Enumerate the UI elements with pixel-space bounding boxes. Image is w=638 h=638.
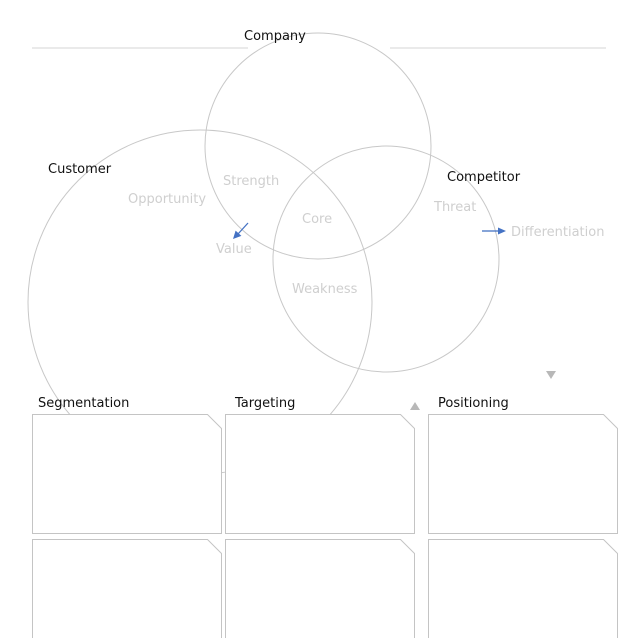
value-arrow	[233, 222, 249, 239]
competitor-circle	[272, 145, 500, 373]
opportunity-label: Opportunity	[128, 192, 206, 207]
company-circle	[204, 32, 432, 260]
positioning-card-2[interactable]	[428, 539, 618, 638]
competitor-label: Competitor	[447, 170, 521, 185]
segmentation-card-1[interactable]	[32, 414, 222, 534]
targeting-card-2[interactable]	[225, 539, 415, 638]
card-grid	[32, 414, 618, 638]
value-arrowhead-icon	[233, 230, 242, 239]
positioning-card-1[interactable]	[428, 414, 618, 534]
company-label: Company	[244, 29, 306, 44]
triangle-up-icon	[410, 402, 420, 410]
targeting-card-1[interactable]	[225, 414, 415, 534]
core-label: Core	[302, 212, 332, 227]
customer-label: Customer	[48, 162, 112, 177]
strength-label: Strength	[223, 174, 279, 189]
triangle-down-icon	[546, 371, 556, 379]
differentiation-label: Differentiation	[511, 225, 604, 240]
segmentation-heading: Segmentation	[38, 396, 129, 411]
weakness-label: Weakness	[292, 282, 358, 297]
differentiation-arrow	[482, 227, 506, 235]
value-label: Value	[216, 242, 252, 257]
differentiation-arrowhead-icon	[498, 227, 506, 235]
targeting-heading: Targeting	[234, 396, 295, 411]
positioning-heading: Positioning	[438, 396, 509, 411]
segmentation-card-2[interactable]	[32, 539, 222, 638]
threat-label: Threat	[433, 200, 476, 215]
